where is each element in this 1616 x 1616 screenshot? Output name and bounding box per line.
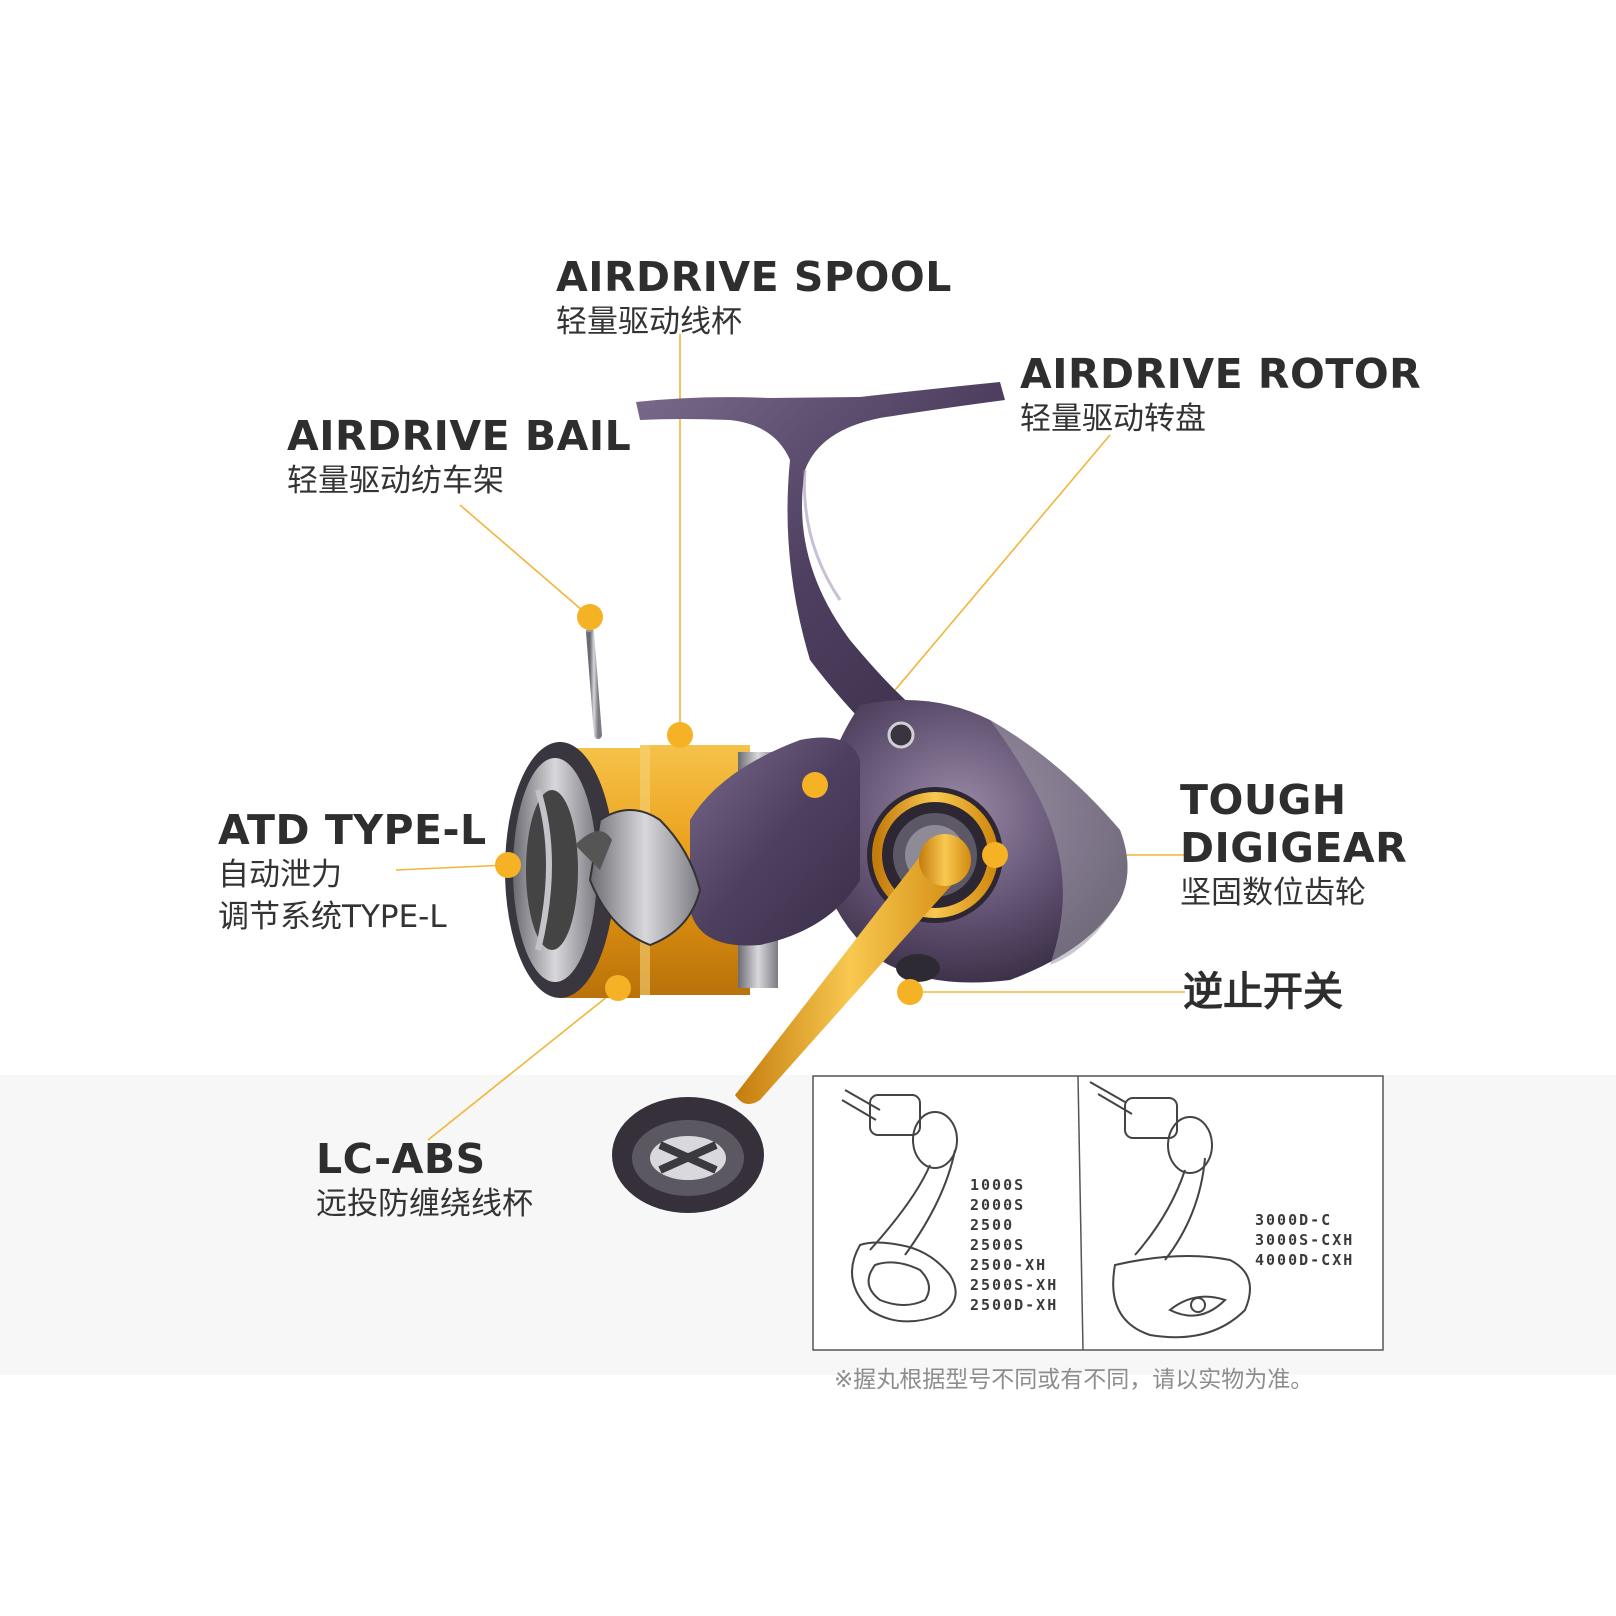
left-model-3: 2500S [970, 1236, 1025, 1254]
dot-atd [495, 852, 521, 878]
dot-digigear [982, 842, 1008, 868]
dot-lcabs [605, 975, 631, 1001]
callout-airdrive-bail: AIRDRIVE BAIL 轻量驱动纺车架 [287, 412, 631, 502]
atd-title: ATD TYPE-L [218, 806, 487, 854]
sketch-right [1089, 1081, 1251, 1339]
dot-spool [667, 722, 693, 748]
left-model-6: 2500D-XH [970, 1296, 1058, 1314]
right-model-2: 4000D-CXH [1255, 1251, 1354, 1269]
digigear-subtitle: 坚固数位齿轮 [1180, 875, 1366, 911]
dot-antireverse [897, 979, 923, 1005]
callout-airdrive-spool: AIRDRIVE SPOOL 轻量驱动线杯 [556, 253, 952, 343]
bail-subtitle: 轻量驱动纺车架 [287, 463, 504, 499]
atd-subtitle-1: 自动泄力 [218, 857, 342, 893]
spool-title: AIRDRIVE SPOOL [556, 253, 952, 301]
right-model-list: 3000D-C 3000S-CXH 4000D-CXH [1255, 1211, 1354, 1269]
atd-subtitle-2: 调节系统TYPE-L [218, 899, 447, 935]
dot-bail [577, 604, 603, 630]
leader-lcabs [427, 987, 619, 1141]
leader-bail [459, 504, 591, 618]
dot-rotor [802, 772, 828, 798]
leader-atd [395, 864, 509, 871]
rotor-subtitle: 轻量驱动转盘 [1020, 401, 1206, 437]
left-model-1: 2000S [970, 1196, 1025, 1214]
spool-subtitle: 轻量驱动线杯 [556, 304, 742, 340]
callout-airdrive-rotor: AIRDRIVE ROTOR 轻量驱动转盘 [1020, 350, 1421, 440]
left-model-list: 1000S 2000S 2500 2500S 2500-XH 2500S-XH … [970, 1176, 1058, 1314]
bail-wire [585, 609, 602, 739]
lcabs-title: LC-ABS [316, 1135, 486, 1183]
callout-dots [495, 604, 1008, 1005]
antireverse-title: 逆止开关 [1183, 969, 1343, 1015]
callout-lc-abs: LC-ABS 远投防缠绕线杯 [316, 1135, 533, 1225]
callout-tough-digigear: TOUGH DIGIGEAR 坚固数位齿轮 [1180, 776, 1407, 914]
footnote: ※握丸根据型号不同或有不同，请以实物为准。 [834, 1367, 1314, 1393]
lcabs-subtitle: 远投防缠绕线杯 [316, 1186, 533, 1222]
callout-atd-type-l: ATD TYPE-L 自动泄力 调节系统TYPE-L [218, 806, 487, 938]
bail-title: AIRDRIVE BAIL [287, 412, 632, 460]
sketch-left [841, 1089, 958, 1323]
rotor-arm [636, 382, 1005, 740]
left-model-5: 2500S-XH [970, 1276, 1058, 1294]
right-model-0: 3000D-C [1255, 1211, 1332, 1229]
rotor-title: AIRDRIVE ROTOR [1020, 350, 1422, 398]
handle-chart: 1000S 2000S 2500 2500S 2500-XH 2500S-XH … [812, 1075, 1384, 1351]
left-model-4: 2500-XH [970, 1256, 1047, 1274]
digigear-title-2: DIGIGEAR [1180, 824, 1408, 872]
crank-handle [612, 834, 971, 1213]
callout-anti-reverse: 逆止开关 [1183, 968, 1343, 1016]
digigear-title-1: TOUGH [1180, 776, 1347, 824]
left-model-2: 2500 [970, 1216, 1014, 1234]
left-model-0: 1000S [970, 1176, 1025, 1194]
right-model-1: 3000S-CXH [1255, 1231, 1354, 1249]
